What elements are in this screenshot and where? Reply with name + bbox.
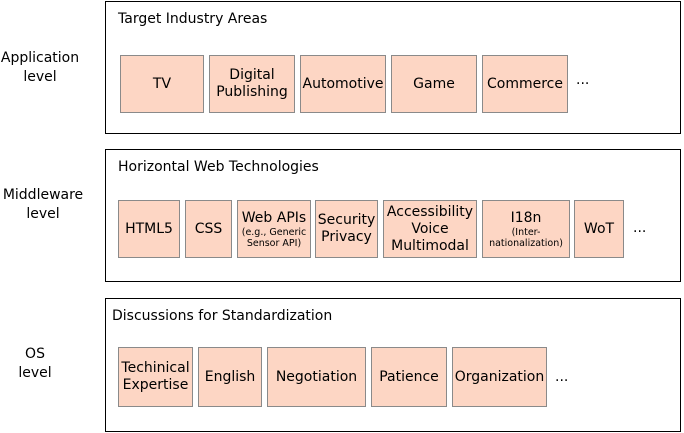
box-digital-publishing: Digital Publishing [209, 55, 295, 113]
middleware-layer-title: Horizontal Web Technologies [118, 159, 319, 175]
application-level-label: Application level [0, 50, 80, 85]
box-negotiation: Negotiation [267, 347, 366, 407]
os-layer: Discussions for Standardization Techinic… [105, 298, 681, 432]
box-css: CSS [185, 200, 232, 258]
application-ellipsis: ... [576, 72, 590, 88]
box-patience: Patience [371, 347, 447, 407]
box-tv: TV [120, 55, 204, 113]
os-level-label: OS level [18, 346, 52, 381]
box-commerce: Commerce [482, 55, 568, 113]
box-english: English [198, 347, 262, 407]
box-web-apis: Web APIs (e.g., Generic Sensor API) [237, 200, 311, 258]
box-automotive: Automotive [300, 55, 386, 113]
box-accessibility: Accessibility Voice Multimodal [383, 200, 477, 258]
web-apis-label: Web APIs [241, 209, 307, 226]
box-security-privacy: Security Privacy [315, 200, 378, 258]
box-organization: Organization [452, 347, 547, 407]
box-technical-expertise: Techinical Expertise [118, 347, 193, 407]
os-ellipsis: ... [555, 369, 569, 385]
box-html5: HTML5 [118, 200, 180, 258]
i18n-label: I18n [510, 209, 542, 226]
i18n-sub: (Inter- nationalization) [489, 226, 563, 249]
application-layer-title: Target Industry Areas [118, 11, 268, 27]
web-apis-sub: (e.g., Generic Sensor API) [241, 226, 307, 249]
box-i18n: I18n (Inter- nationalization) [482, 200, 570, 258]
box-game: Game [391, 55, 477, 113]
middleware-layer: Horizontal Web Technologies HTML5 CSS We… [105, 149, 681, 282]
middleware-ellipsis: ... [633, 220, 647, 236]
os-layer-title: Discussions for Standardization [112, 308, 333, 324]
box-wot: WoT [574, 200, 624, 258]
application-layer: Target Industry Areas TV Digital Publish… [105, 1, 681, 134]
middleware-level-label: Middleware level [2, 187, 84, 222]
